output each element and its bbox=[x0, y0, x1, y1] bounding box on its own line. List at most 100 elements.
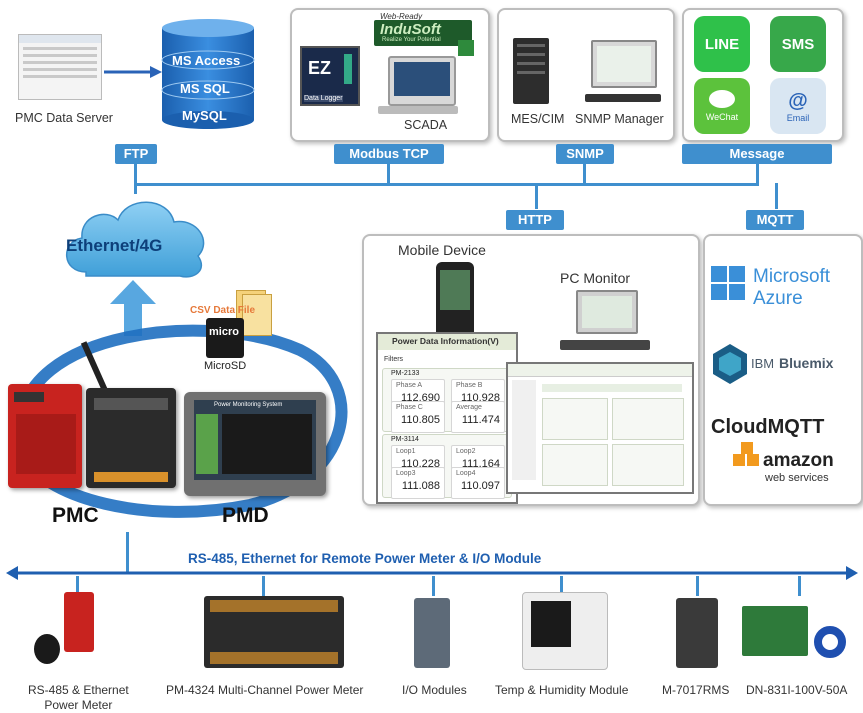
pm-group-1-title: PM-2133 bbox=[391, 370, 420, 377]
cell-key: Phase C bbox=[396, 404, 423, 411]
database-icon bbox=[161, 19, 255, 129]
device-label-temp-humidity: Temp & Humidity Module bbox=[495, 683, 629, 697]
cell-key: Phase B bbox=[456, 382, 483, 389]
device-label-dn831i: DN-831I-100V-50A bbox=[746, 683, 848, 697]
m7017rms-device bbox=[676, 598, 718, 668]
pmc-data-server-screenshot bbox=[18, 34, 102, 100]
pm4324-device bbox=[204, 596, 344, 668]
rs485-bus-line bbox=[6, 566, 858, 580]
ibm-label: IBM bbox=[751, 356, 775, 371]
indusoft-cube-icon bbox=[458, 40, 474, 56]
server-tower-icon bbox=[513, 38, 549, 104]
sms-icon: SMS bbox=[770, 16, 826, 72]
value-cell: Average 111.474 bbox=[451, 401, 505, 433]
cell-key: Loop2 bbox=[456, 448, 476, 455]
message-box: LINE SMS WeChat @ Email bbox=[682, 8, 844, 142]
snmp-label: SNMP bbox=[556, 144, 614, 164]
microsd-logo: micro bbox=[209, 326, 239, 338]
dn831i-board bbox=[742, 606, 808, 656]
cell-key: Loop1 bbox=[396, 448, 416, 455]
pmc-label: PMC bbox=[52, 504, 99, 527]
scada-label: SCADA bbox=[404, 118, 448, 132]
ibm-bluemix-icon bbox=[713, 344, 747, 384]
pm-group-2-title: PM-3114 bbox=[391, 436, 419, 443]
message-label: Message bbox=[682, 144, 832, 164]
csv-label: CSV Data File bbox=[190, 305, 256, 316]
io-module-device bbox=[414, 598, 450, 668]
ftp-label: FTP bbox=[115, 144, 157, 164]
cloud-label: Ethernet/4G bbox=[66, 236, 163, 255]
controller-loop-arc bbox=[14, 324, 348, 518]
device-drop-1 bbox=[76, 576, 79, 596]
indusoft-name: InduSoft bbox=[380, 21, 441, 38]
email-label: Email bbox=[786, 112, 810, 123]
device-label-line: RS-485 & Ethernet bbox=[28, 683, 129, 697]
pc-monitor-label: PC Monitor bbox=[560, 270, 631, 286]
db-label-mssql: MS SQL bbox=[180, 81, 230, 96]
panel-title: Power Data Information(V) bbox=[392, 336, 499, 346]
ez-data-logger-icon: EZ Data Logger bbox=[300, 46, 360, 106]
cloud-icon bbox=[65, 201, 205, 278]
db-label-access: MS Access bbox=[172, 53, 241, 68]
amazon-label: amazon bbox=[763, 450, 834, 471]
current-sensor-ring-icon bbox=[814, 626, 846, 658]
pc-keyboard-icon bbox=[560, 340, 650, 350]
http-box: Mobile Device PC Monitor Power Data Info… bbox=[362, 234, 700, 506]
azure-label: Azure bbox=[753, 288, 803, 309]
bluemix-label: Bluemix bbox=[779, 355, 834, 371]
mobile-device-label: Mobile Device bbox=[398, 242, 486, 258]
panel-header: Power Data Information(V) bbox=[378, 334, 516, 350]
filters-label[interactable]: Filters bbox=[384, 356, 404, 363]
snmp-monitor-icon bbox=[591, 40, 657, 88]
pmc-data-server-label: PMC Data Server bbox=[15, 111, 113, 125]
message-connector bbox=[756, 164, 759, 184]
device-label-io-modules: I/O Modules bbox=[402, 683, 467, 697]
device-drop-3 bbox=[432, 576, 435, 596]
device-label-line: Power Meter bbox=[44, 698, 113, 712]
device-drop-2 bbox=[262, 576, 265, 596]
scada-monitor-icon bbox=[388, 56, 456, 106]
device-drop-5 bbox=[696, 576, 699, 596]
indusoft-logo: InduSoft Realize Your Potential bbox=[374, 20, 472, 46]
temp-humidity-device bbox=[522, 592, 608, 670]
cloudmqtt-label: CloudMQTT bbox=[711, 416, 825, 438]
power-data-panel: Power Data Information(V) Filters PM-213… bbox=[376, 332, 518, 504]
microsoft-label: Microsoft bbox=[753, 266, 831, 287]
bus-label: RS-485, Ethernet for Remote Power Meter … bbox=[188, 551, 542, 566]
ez-sub-label: Data Logger bbox=[304, 95, 343, 102]
wechat-label: WeChat bbox=[705, 112, 739, 122]
modbus-tcp-label: Modbus TCP bbox=[334, 144, 444, 164]
csv-files-icon bbox=[236, 290, 272, 336]
cell-value: 110.097 bbox=[461, 480, 500, 492]
http-label: HTTP bbox=[506, 210, 564, 230]
pmd-touch-panel: Power Monitoring System bbox=[184, 392, 326, 496]
device-label-pm4324: PM-4324 Multi-Channel Power Meter bbox=[166, 683, 364, 697]
arrow-up-icon bbox=[110, 280, 156, 336]
ez-label: EZ bbox=[308, 58, 332, 78]
webservices-label: web services bbox=[765, 472, 829, 484]
pc-monitor-icon bbox=[576, 290, 638, 334]
cell-value: 111.474 bbox=[461, 414, 500, 426]
device-drop-4 bbox=[560, 576, 563, 596]
mqtt-connector bbox=[775, 183, 778, 209]
pmc-bus-connector bbox=[126, 532, 129, 574]
mobile-phone-icon bbox=[436, 262, 474, 342]
indusoft-sub: Realize Your Potential bbox=[382, 37, 441, 43]
http-connector bbox=[535, 183, 538, 209]
modbus-connector bbox=[387, 164, 390, 184]
mqtt-box: Microsoft Azure IBM Bluemix CloudMQTT am… bbox=[703, 234, 863, 506]
microsd-card-icon: micro bbox=[206, 318, 244, 358]
microsd-label: MicroSD bbox=[204, 360, 247, 372]
email-icon: @ Email bbox=[770, 78, 826, 134]
cell-key: Average bbox=[456, 404, 482, 411]
aws-cubes-icon bbox=[733, 442, 761, 472]
device-label-m7017rms: M-7017RMS bbox=[662, 683, 730, 697]
pc-web-screenshot bbox=[506, 362, 694, 494]
email-at-symbol: @ bbox=[788, 89, 808, 112]
cell-value: 111.088 bbox=[401, 480, 440, 492]
ftp-connector bbox=[134, 164, 137, 194]
